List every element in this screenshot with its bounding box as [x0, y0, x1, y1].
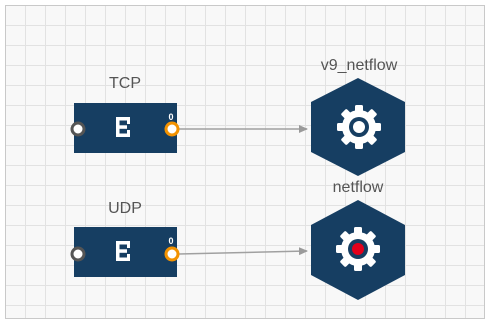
- port-count-udp: 0: [168, 236, 173, 246]
- connector-udp-to-netflow[interactable]: [178, 247, 308, 256]
- error-indicator-icon: [352, 243, 364, 255]
- processor-label-v9-netflow: v9_netflow: [321, 57, 398, 74]
- source-label-tcp: TCP: [109, 75, 141, 92]
- gear-icon: [336, 227, 380, 271]
- input-port-udp[interactable]: [70, 246, 86, 262]
- processor-label-netflow: netflow: [333, 179, 384, 196]
- gear-icon: [337, 105, 381, 149]
- source-node-udp[interactable]: UDP 0: [70, 200, 180, 277]
- processor-node-v9-netflow[interactable]: v9_netflow: [311, 57, 405, 176]
- input-port-tcp[interactable]: [70, 121, 86, 137]
- source-node-tcp[interactable]: TCP 0: [70, 75, 180, 153]
- stream-source-icon: [116, 117, 130, 137]
- stream-source-icon: [116, 241, 130, 261]
- output-port-udp[interactable]: [164, 246, 180, 262]
- processor-node-netflow[interactable]: netflow: [311, 179, 405, 300]
- port-count-tcp: 0: [168, 112, 173, 122]
- output-port-tcp[interactable]: [164, 121, 180, 137]
- source-label-udp: UDP: [108, 200, 142, 217]
